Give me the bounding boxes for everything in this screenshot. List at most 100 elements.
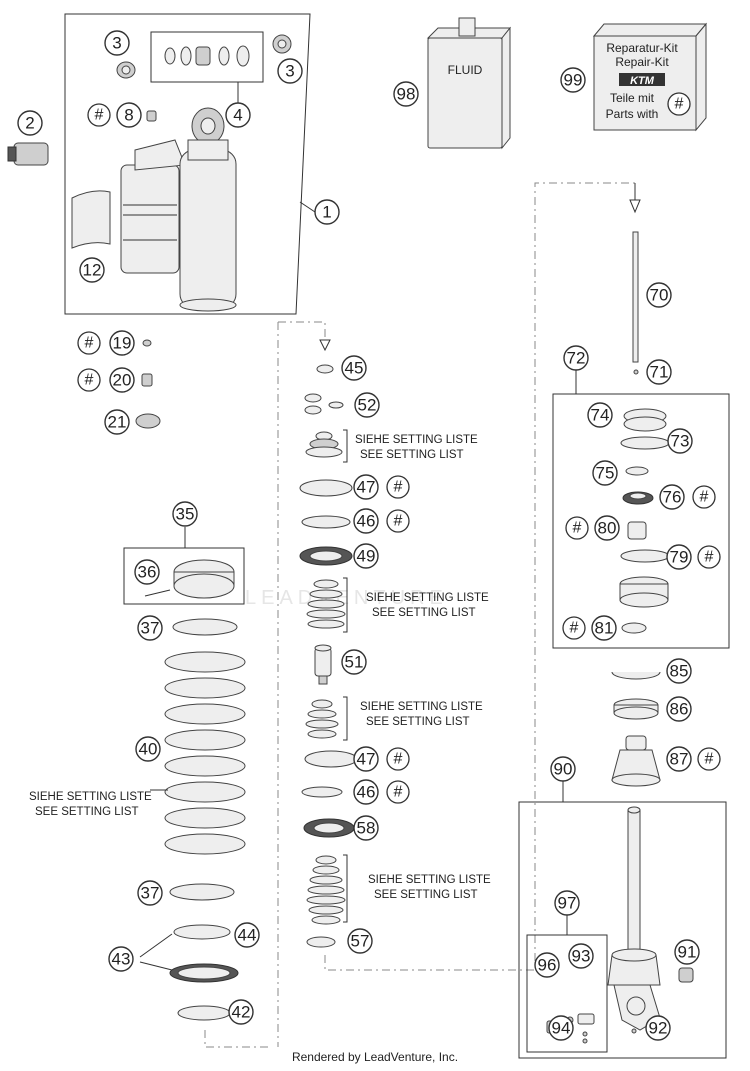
spring-part — [164, 651, 246, 855]
callout-3: 3 — [277, 58, 303, 84]
svg-text:#: # — [394, 479, 403, 496]
svg-text:1: 1 — [322, 203, 331, 222]
callout-75: 75 — [592, 460, 618, 486]
svg-text:93: 93 — [572, 947, 591, 966]
svg-text:97: 97 — [558, 894, 577, 913]
callout-70: 70 — [646, 282, 672, 308]
svg-text:51: 51 — [345, 653, 364, 672]
svg-text:8: 8 — [124, 106, 133, 125]
callout-71: 71 — [646, 359, 672, 385]
callout-40: 40 — [135, 736, 161, 762]
bushing-part — [678, 967, 694, 983]
setting-note: SIEHE SETTING LISTE SEE SETTING LIST — [368, 874, 491, 901]
svg-text:86: 86 — [670, 700, 689, 719]
callout-2: 2 — [17, 110, 43, 136]
callout-94: 94 — [548, 1015, 574, 1041]
svg-text:#: # — [394, 513, 403, 530]
hash-callout: # — [77, 331, 101, 355]
svg-text:12: 12 — [83, 261, 102, 280]
svg-text:19: 19 — [113, 334, 132, 353]
svg-text:#: # — [394, 784, 403, 801]
callout-44: 44 — [234, 922, 260, 948]
valve-body-part — [314, 644, 332, 685]
svg-text:98: 98 — [397, 85, 416, 104]
callout-21: 21 — [104, 409, 130, 435]
callout-85: 85 — [666, 658, 692, 684]
svg-text:SEE SETTING LIST: SEE SETTING LIST — [360, 449, 464, 461]
callout-97: 97 — [554, 890, 580, 916]
callout-58: 58 — [353, 815, 379, 841]
bushing-part — [627, 521, 647, 540]
shim-stack-part — [305, 431, 343, 458]
callout-3: 3 — [104, 30, 130, 56]
callout-47: 47 — [353, 474, 379, 500]
svg-text:94: 94 — [552, 1019, 571, 1038]
svg-text:35: 35 — [176, 505, 195, 524]
svg-text:42: 42 — [232, 1003, 251, 1022]
svg-text:71: 71 — [650, 363, 669, 382]
seal-rings-part — [164, 45, 250, 67]
hash-callout: # — [565, 516, 589, 540]
hash-callout: # — [386, 509, 410, 533]
svg-text:45: 45 — [345, 359, 364, 378]
callout-37: 37 — [137, 880, 163, 906]
svg-text:85: 85 — [670, 662, 689, 681]
svg-text:3: 3 — [112, 34, 121, 53]
callout-81: 81 — [591, 615, 617, 641]
svg-text:87: 87 — [670, 750, 689, 769]
callout-76: 76 — [659, 484, 685, 510]
svg-text:96: 96 — [538, 956, 557, 975]
piston-ring-part — [304, 750, 358, 768]
callout-49: 49 — [353, 543, 379, 569]
callout-92: 92 — [645, 1015, 671, 1041]
svg-text:81: 81 — [595, 619, 614, 638]
seal-part — [135, 413, 161, 429]
hash-callout: # — [386, 780, 410, 804]
callout-74: 74 — [587, 402, 613, 428]
svg-text:72: 72 — [567, 349, 586, 368]
hash-callout: # — [87, 103, 111, 127]
repair-kit-line3: Teile mit — [610, 91, 655, 105]
callout-91: 91 — [674, 939, 700, 965]
svg-text:SEE SETTING LIST: SEE SETTING LIST — [35, 806, 139, 818]
svg-text:#: # — [705, 751, 714, 768]
svg-text:90: 90 — [554, 760, 573, 779]
svg-text:46: 46 — [357, 783, 376, 802]
setting-note: SIEHE SETTING LISTE SEE SETTING LIST — [29, 791, 152, 818]
svg-text:49: 49 — [357, 547, 376, 566]
hash-callout: # — [692, 485, 716, 509]
fluid-label: FLUID — [448, 63, 483, 77]
shim-stack-part — [306, 855, 346, 925]
callout-99: 99 — [560, 67, 586, 93]
hash-callout: # — [386, 475, 410, 499]
svg-text:SEE SETTING LIST: SEE SETTING LIST — [366, 716, 470, 728]
dashed-assembly-line — [278, 321, 326, 340]
piston-rod-part — [607, 806, 661, 1031]
dashed-assembly-line — [324, 182, 635, 971]
svg-text:46: 46 — [357, 512, 376, 531]
hash-callout: # — [697, 747, 721, 771]
setting-note: SIEHE SETTING LISTE SEE SETTING LIST — [366, 592, 489, 619]
svg-text:58: 58 — [357, 819, 376, 838]
callout-72: 72 — [563, 345, 589, 371]
svg-text:SIEHE SETTING LISTE: SIEHE SETTING LISTE — [360, 701, 483, 713]
svg-text:#: # — [573, 520, 582, 537]
callout-42: 42 — [228, 999, 254, 1025]
svg-text:3: 3 — [285, 62, 294, 81]
svg-text:#: # — [675, 96, 684, 113]
svg-text:37: 37 — [141, 619, 160, 638]
seal-head-box — [552, 393, 730, 649]
callout-45: 45 — [341, 355, 367, 381]
svg-text:36: 36 — [138, 563, 157, 582]
svg-text:47: 47 — [357, 478, 376, 497]
callout-4: 4 — [225, 102, 251, 128]
bumper-part — [611, 735, 661, 787]
piston-rod-box — [518, 801, 727, 1059]
svg-text:40: 40 — [139, 740, 158, 759]
svg-text:91: 91 — [678, 943, 697, 962]
svg-text:21: 21 — [108, 413, 127, 432]
callout-51: 51 — [341, 649, 367, 675]
setting-note: SIEHE SETTING LISTE SEE SETTING LIST — [360, 701, 483, 728]
svg-text:SIEHE SETTING LISTE: SIEHE SETTING LISTE — [366, 592, 489, 604]
